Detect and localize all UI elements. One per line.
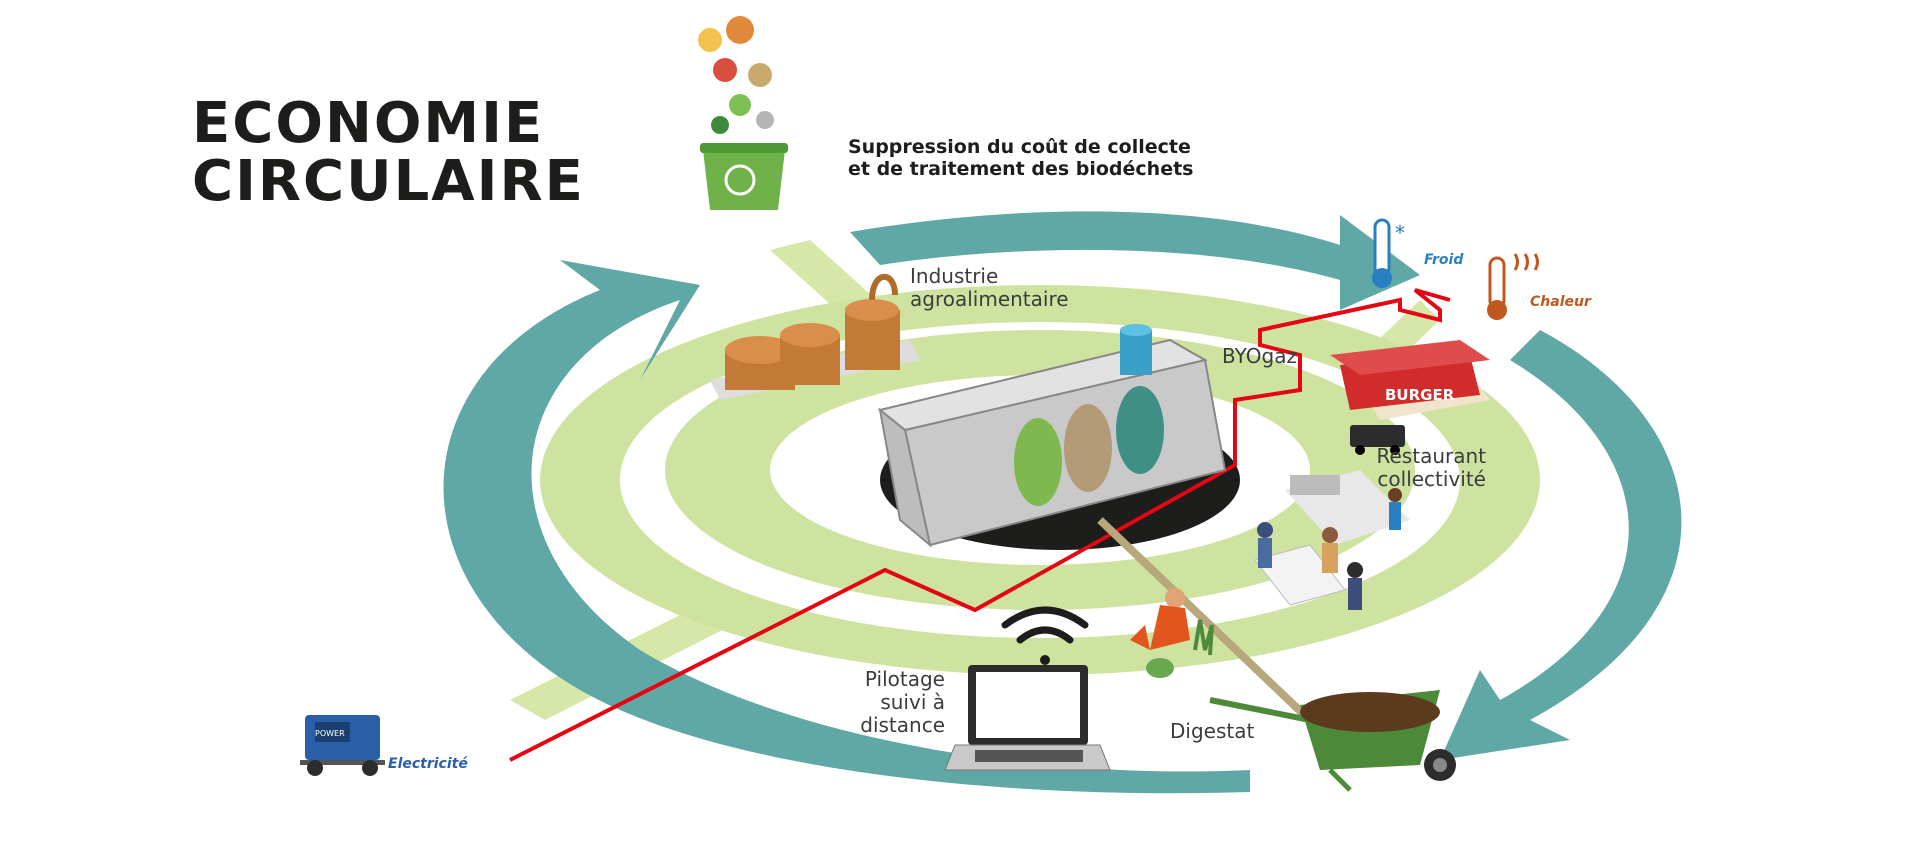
teal-arrow-top — [850, 211, 1420, 310]
burger-sign: BURGER — [1385, 386, 1455, 404]
title-line-1: ECONOMIE — [192, 91, 545, 156]
generator-icon: POWER — [300, 715, 385, 776]
label-restaurant: Restaurant collectivité — [1376, 444, 1487, 491]
svg-text:*: * — [1395, 221, 1405, 245]
label-electricite: Electricité — [388, 756, 468, 772]
energy-line-main — [509, 288, 1451, 762]
page-title: ECONOMIE CIRCULAIRE — [192, 95, 585, 211]
label-byogaz: BYOgaz — [1222, 344, 1297, 368]
teal-arrow-left — [443, 260, 1251, 794]
title-line-2: CIRCULAIRE — [192, 149, 585, 214]
compost-bin-icon — [698, 16, 788, 210]
label-chaleur: Chaleur — [1530, 294, 1591, 310]
label-digestat: Digestat — [1170, 719, 1255, 743]
teal-arrow-right — [1440, 330, 1682, 760]
food-industry-tanks-icon — [710, 273, 920, 400]
restaurant-interior — [1254, 470, 1410, 610]
biogas-container-icon — [877, 324, 1227, 548]
laptop-icon — [944, 665, 1111, 771]
label-industrie: Industrie agroalimentaire — [910, 264, 1069, 311]
subtitle-text: Suppression du coût de collecte et de tr… — [848, 136, 1194, 180]
label-froid: Froid — [1424, 252, 1464, 268]
restaurant-building-icon: BURGER — [1330, 340, 1490, 455]
label-pilotage: Pilotage suivi à distance — [860, 667, 945, 737]
generator-brand: POWER — [315, 729, 345, 738]
gardener-figure — [1130, 588, 1214, 678]
wheelbarrow-icon — [1209, 690, 1456, 792]
wifi-icon — [1001, 606, 1089, 665]
thermometer-cold-icon: * — [1372, 218, 1405, 288]
thermometer-hot-icon — [1487, 253, 1539, 320]
